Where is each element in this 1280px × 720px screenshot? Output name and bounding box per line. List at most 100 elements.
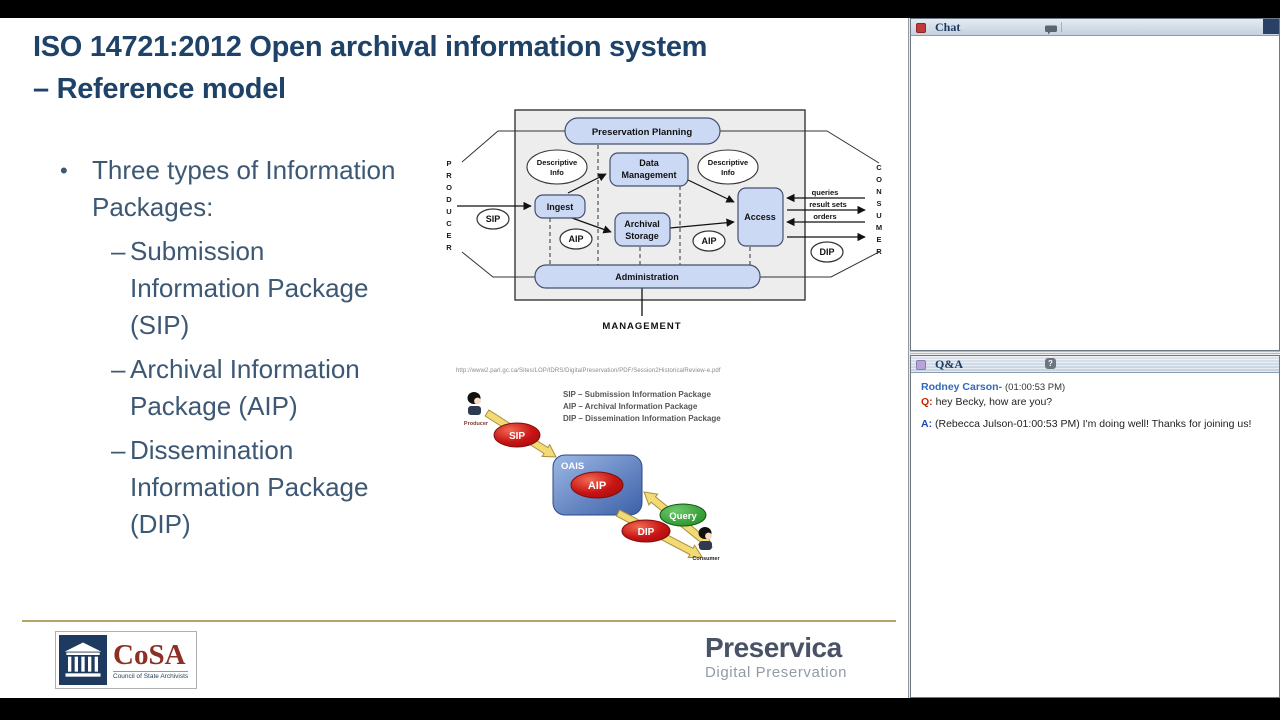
slide-title-line1: ISO 14721:2012 Open archival information… [33, 31, 708, 63]
qa-answer-line: A: (Rebecca Julson-01:00:53 PM) I'm doin… [921, 418, 1269, 430]
preservica-logo: Preservica Digital Preservation [705, 632, 848, 682]
dip-flow-ellipse [621, 519, 671, 543]
source-url: http://www2.parl.gc.ca/Sites/LOP/IDRS/Di… [456, 368, 721, 374]
management-label: MANAGEMENT [602, 321, 681, 332]
oais-flow-diagram: OAIS SIP AIP DIP Query Producer [464, 392, 720, 562]
dash-marker: – [111, 236, 126, 266]
bullet-list: • Three types of Information Packages: –… [55, 152, 445, 543]
dip-label: DIP [819, 247, 834, 257]
dashed-connector-lines [549, 145, 751, 265]
slide-title-line2: – Reference model [33, 73, 286, 105]
chat-panel-icon[interactable] [916, 23, 926, 33]
data-management-box [609, 152, 689, 187]
bullet-text: Three types of Information Packages: [92, 155, 396, 222]
presentation-slide: ISO 14721:2012 Open archival information… [0, 18, 908, 698]
speech-bubble-icon[interactable] [1045, 22, 1057, 40]
qa-question-text: hey Becky, how are you? [935, 396, 1053, 408]
preservation-planning-label: Preservation Planning [592, 127, 693, 138]
producer-bottom-link-line [461, 251, 535, 278]
preservica-tagline: Digital Preservation [705, 664, 848, 681]
cosa-temple-icon [59, 635, 107, 685]
qa-panel-header[interactable]: Q&A ? [911, 356, 1279, 373]
ingest-box [534, 194, 586, 219]
aip-flow-label: AIP [588, 480, 606, 492]
consumer-vertical-label: CONSUMER [875, 163, 883, 256]
bullet-text: Archival Information Package (AIP) [130, 354, 360, 421]
archival-storage-label1: Archival [624, 219, 660, 229]
archival-storage-box [614, 212, 671, 247]
chat-panel-header[interactable]: Chat [911, 19, 1279, 36]
dash-marker: – [111, 435, 126, 465]
legend-aip: AIP – Archival Information Package [563, 402, 698, 411]
access-box [737, 187, 784, 247]
qa-panel: Q&A ? Rodney Carson- (01:00:53 PM) Q: he… [910, 355, 1280, 698]
descriptive-info-left-label1: Descriptive [537, 158, 577, 167]
data-management-label2: Management [621, 170, 676, 180]
consumer-top-link-line [720, 130, 880, 164]
bullet-item-dip: – Dissemination Information Package (DIP… [55, 432, 380, 543]
queries-label: queries [812, 188, 839, 197]
producer-vertical-label: PRODUCER [446, 159, 452, 252]
descriptive-info-right-label1: Descriptive [708, 158, 748, 167]
aip-right-label: AIP [701, 236, 716, 246]
qa-panel-icon[interactable] [916, 360, 926, 370]
preservation-planning-box [564, 117, 721, 145]
orders-label: orders [813, 212, 836, 221]
qa-answer-text: (Rebecca Julson-01:00:53 PM) I'm doing w… [935, 418, 1252, 430]
bullet-item-sip: – Submission Information Package (SIP) [55, 233, 380, 344]
preservica-wordmark: Preservica [705, 632, 842, 663]
administration-label: Administration [615, 272, 679, 282]
qa-question-prefix: Q: [921, 396, 933, 408]
flow-arrows [457, 173, 866, 242]
legend-sip: SIP – Submission Information Package [563, 390, 711, 399]
help-icon[interactable]: ? [1045, 358, 1056, 369]
dip-ellipse [810, 241, 844, 263]
legend-dip: DIP – Dissemination Information Package [563, 414, 721, 423]
descriptive-info-right-label2: Info [721, 168, 735, 177]
query-ellipse [659, 503, 707, 527]
qa-asker-time: (01:00:53 PM) [1005, 382, 1066, 393]
qa-message-area[interactable]: Rodney Carson- (01:00:53 PM) Q: hey Beck… [911, 373, 1279, 441]
slide-title: ISO 14721:2012 Open archival information… [33, 26, 893, 110]
aip-ellipse-right [692, 230, 726, 252]
producer-top-link-line [461, 130, 565, 163]
panel-corner-block[interactable] [1263, 19, 1279, 34]
query-label: Query [669, 511, 697, 522]
descriptive-info-right-ellipse [697, 149, 759, 185]
producer-person-icon [467, 392, 481, 415]
descriptive-info-left-label2: Info [550, 168, 564, 177]
descriptive-info-left-ellipse [526, 149, 588, 185]
package-legend: SIP – Submission Information Package AIP… [563, 389, 721, 425]
cosa-logo: CoSA Council of State Archivists [55, 631, 197, 689]
chat-panel-title: Chat [935, 20, 961, 34]
archival-storage-label2: Storage [625, 231, 659, 241]
qa-question-line: Q: hey Becky, how are you? [921, 396, 1269, 408]
panel-splitter[interactable] [910, 351, 1280, 355]
bullet-text: Submission Information Package (SIP) [130, 236, 369, 340]
qa-asker-name: Rodney Carson- [921, 381, 1003, 393]
sip-flow-ellipse [493, 422, 541, 448]
dip-flow-label: DIP [638, 527, 655, 538]
sip-ellipse [476, 208, 510, 230]
bullet-item-level1: • Three types of Information Packages: [55, 152, 432, 226]
top-letterbox-bar [0, 0, 1280, 18]
header-separator [1061, 22, 1062, 32]
sip-label: SIP [486, 214, 501, 224]
data-management-label1: Data [639, 158, 660, 168]
bullet-marker: • [60, 158, 68, 183]
cosa-acronym: CoSA [113, 639, 186, 671]
dash-marker: – [111, 354, 126, 384]
chat-message-area[interactable] [911, 36, 1279, 350]
result-sets-label: result sets [809, 200, 847, 209]
consumer-bottom-link-line [760, 251, 880, 278]
aip-ellipse-left [559, 228, 593, 250]
producer-flow-label: Producer [464, 421, 489, 427]
qa-panel-title: Q&A [935, 357, 963, 371]
oais-functional-model-diagram: Preservation Planning Descriptive Info D… [457, 109, 880, 332]
consumer-person-icon [698, 527, 712, 550]
aip-flow-ellipse [570, 471, 624, 499]
webinar-side-panel: Chat Q&A ? Rodney Carson- [908, 18, 1280, 698]
bullet-text: Dissemination Information Package (DIP) [130, 435, 369, 539]
sip-flow-label: SIP [509, 431, 525, 442]
